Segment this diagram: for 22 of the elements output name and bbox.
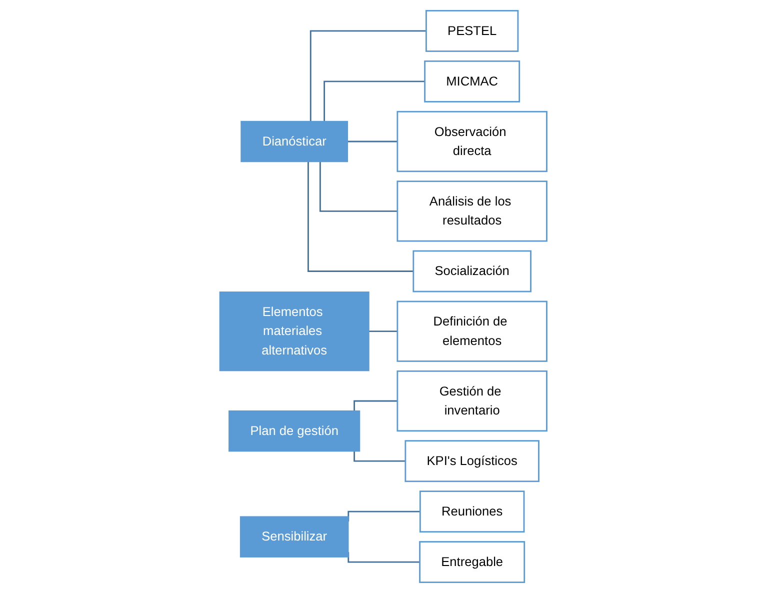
node-box: MICMAC bbox=[424, 60, 520, 102]
connector bbox=[347, 140, 398, 142]
node-box: Socialización bbox=[412, 250, 532, 292]
node-box: PESTEL bbox=[426, 10, 519, 52]
connector bbox=[324, 80, 426, 122]
connector bbox=[354, 400, 398, 411]
node-box: Análisis de los resultados bbox=[397, 180, 548, 242]
node-box: KPI's Logísticos bbox=[405, 440, 540, 482]
connector bbox=[308, 162, 414, 272]
connector bbox=[354, 451, 406, 462]
node-box: Gestión de inventario bbox=[397, 370, 548, 432]
connector bbox=[368, 330, 398, 332]
node-box: Elementos materiales alternativos bbox=[220, 292, 370, 372]
node-box: Plan de gestión bbox=[228, 410, 360, 452]
node-box: Reuniones bbox=[420, 490, 525, 533]
node-box: Entregable bbox=[419, 541, 526, 584]
node-box: Observación directa bbox=[397, 110, 548, 172]
node-box: Sensibilizar bbox=[240, 516, 350, 558]
node-box: Definición de elementos bbox=[397, 300, 548, 362]
connector bbox=[310, 30, 426, 122]
connector bbox=[320, 162, 398, 212]
node-box: Dianósticar bbox=[240, 120, 348, 162]
